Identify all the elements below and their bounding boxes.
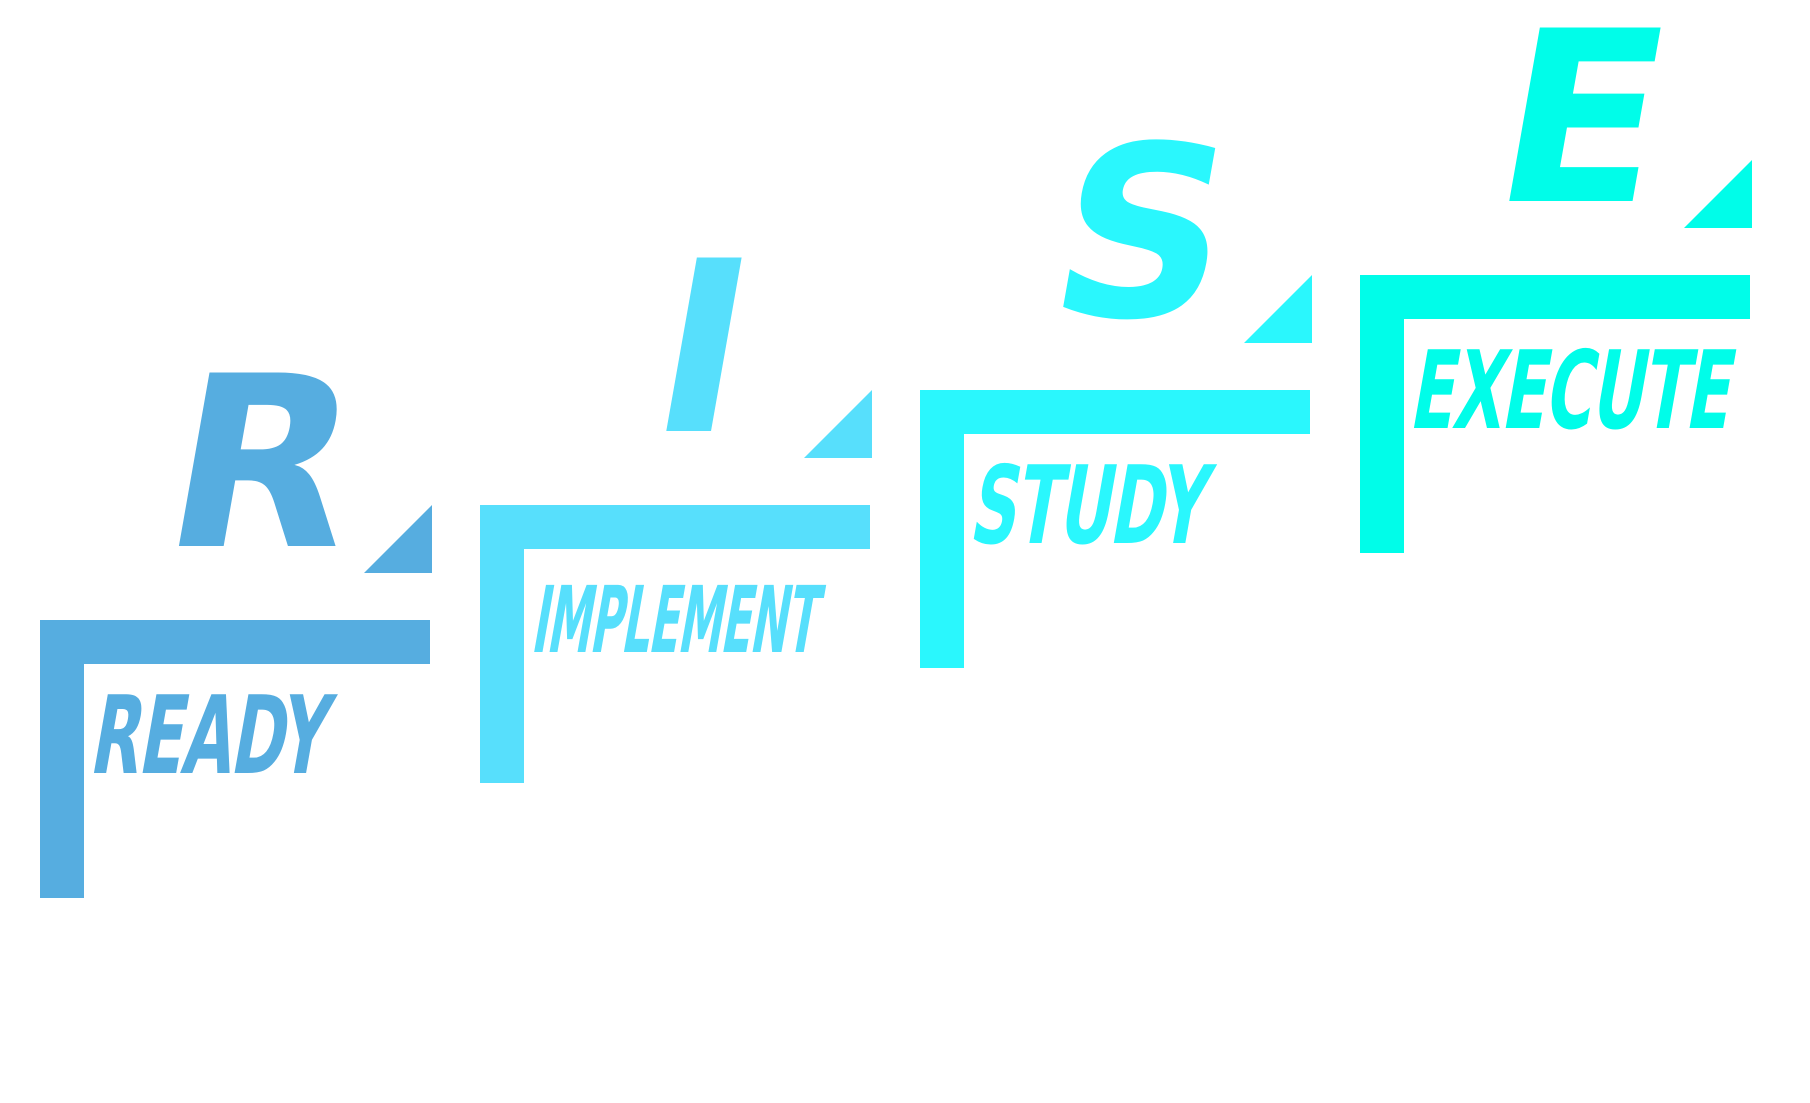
step-letter: R <box>147 326 374 603</box>
step-word: EXECUTE <box>1403 329 1745 454</box>
step-word: IMPLEMENT <box>526 567 829 674</box>
triangle-accent <box>364 505 432 573</box>
step-letter: E <box>1477 0 1683 258</box>
triangle-accent <box>1684 160 1752 228</box>
step-implement: I IMPLEMENT <box>480 175 930 835</box>
bracket-side <box>920 390 964 668</box>
bracket-side <box>480 505 524 783</box>
triangle-accent <box>804 390 872 458</box>
triangle-accent <box>1244 275 1312 343</box>
step-word: STUDY <box>963 444 1219 569</box>
bracket-side <box>1360 275 1404 553</box>
step-execute: E EXECUTE <box>1360 0 1810 605</box>
step-ready: R READY <box>40 290 490 950</box>
bracket-top <box>40 620 430 664</box>
bracket-top <box>1360 275 1750 319</box>
step-letter: I <box>634 211 766 488</box>
step-study: S STUDY <box>920 60 1370 720</box>
bracket-side <box>40 620 84 898</box>
step-word: READY <box>83 674 340 799</box>
bracket-top <box>920 390 1310 434</box>
bracket-top <box>480 505 870 549</box>
step-letter: S <box>1032 96 1248 373</box>
